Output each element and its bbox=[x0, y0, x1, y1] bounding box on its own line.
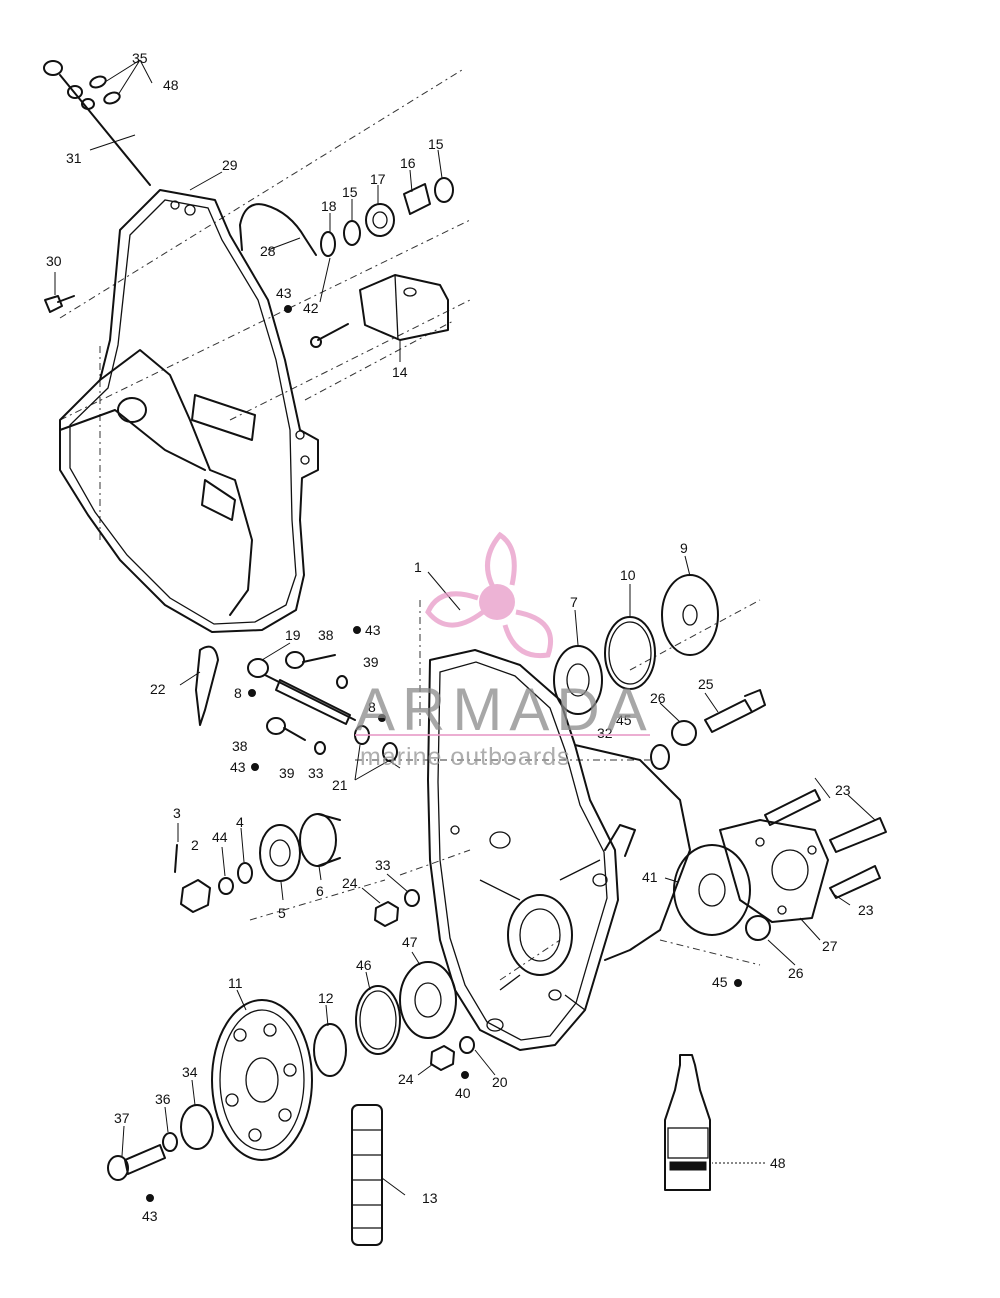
callout-43: 43 bbox=[276, 285, 292, 301]
callout-38: 38 bbox=[232, 738, 248, 754]
callout-41: 41 bbox=[642, 869, 658, 885]
callout-9: 9 bbox=[680, 540, 688, 556]
callout-3: 3 bbox=[173, 805, 181, 821]
callout-36: 36 bbox=[155, 1091, 171, 1107]
callout-23: 23 bbox=[858, 902, 874, 918]
armada-watermark: ARMADA marine outboards bbox=[355, 531, 654, 771]
watermark-brand: ARMADA bbox=[355, 676, 654, 743]
callout-15: 15 bbox=[342, 184, 358, 200]
callout-19: 19 bbox=[285, 627, 301, 643]
callout-11: 11 bbox=[228, 975, 243, 991]
upper-cover-part-29 bbox=[59, 189, 319, 633]
callout-37: 37 bbox=[114, 1110, 130, 1126]
callout-35: 35 bbox=[132, 50, 148, 66]
callout-46: 46 bbox=[356, 957, 372, 973]
callout-33: 33 bbox=[308, 765, 324, 781]
callout-labels: 35 48 31 29 15 16 17 15 18 28 30 43 42 1… bbox=[46, 50, 874, 1224]
callout-32: 32 bbox=[597, 725, 613, 741]
callout-43: 43 bbox=[365, 622, 381, 638]
callout-24: 24 bbox=[342, 875, 358, 891]
callout-30: 30 bbox=[46, 253, 62, 269]
callout-33: 33 bbox=[375, 857, 391, 873]
callout-29: 29 bbox=[222, 157, 238, 173]
callout-8: 8 bbox=[234, 685, 242, 701]
callout-17: 17 bbox=[370, 171, 386, 187]
callout-20: 20 bbox=[492, 1074, 508, 1090]
callout-14: 14 bbox=[392, 364, 408, 380]
callout-6: 6 bbox=[316, 883, 324, 899]
callout-26: 26 bbox=[650, 690, 666, 706]
callout-27: 27 bbox=[822, 938, 838, 954]
callout-12: 12 bbox=[318, 990, 334, 1006]
callout-31: 31 bbox=[66, 150, 82, 166]
callout-16: 16 bbox=[400, 155, 416, 171]
right-side-parts bbox=[553, 574, 887, 1191]
callout-34: 34 bbox=[182, 1064, 198, 1080]
callout-5: 5 bbox=[278, 905, 286, 921]
upper-small-parts bbox=[43, 60, 454, 348]
callout-42: 42 bbox=[303, 300, 319, 316]
callout-45: 45 bbox=[616, 712, 632, 728]
callout-18: 18 bbox=[321, 198, 337, 214]
callout-4: 4 bbox=[236, 814, 244, 830]
callout-2: 2 bbox=[191, 837, 199, 853]
callout-23: 23 bbox=[835, 782, 851, 798]
assembly-guide-lines bbox=[59, 69, 761, 981]
callout-7: 7 bbox=[570, 594, 578, 610]
callout-8: 8 bbox=[368, 699, 376, 715]
callout-15: 15 bbox=[428, 136, 444, 152]
callout-48: 48 bbox=[770, 1155, 786, 1171]
callout-26: 26 bbox=[788, 965, 804, 981]
lower-parts bbox=[107, 961, 475, 1246]
callout-28: 28 bbox=[260, 243, 276, 259]
callout-38: 38 bbox=[318, 627, 334, 643]
callout-47: 47 bbox=[402, 934, 418, 950]
callout-44: 44 bbox=[212, 829, 228, 845]
callout-21: 21 bbox=[332, 777, 348, 793]
callout-10: 10 bbox=[620, 567, 636, 583]
callout-1: 1 bbox=[414, 559, 422, 575]
callout-22: 22 bbox=[150, 681, 166, 697]
callout-43: 43 bbox=[230, 759, 246, 775]
callout-39: 39 bbox=[363, 654, 379, 670]
callout-24: 24 bbox=[398, 1071, 414, 1087]
callout-25: 25 bbox=[698, 676, 714, 692]
callout-40: 40 bbox=[455, 1085, 471, 1101]
callout-43: 43 bbox=[142, 1208, 158, 1224]
leader-lines bbox=[54, 59, 876, 1196]
propeller-logo-icon bbox=[425, 531, 554, 659]
watermark-tagline: marine outboards bbox=[360, 743, 571, 771]
callout-45: 45 bbox=[712, 974, 728, 990]
callout-39: 39 bbox=[279, 765, 295, 781]
callout-13: 13 bbox=[422, 1190, 438, 1206]
main-housing-part-1 bbox=[427, 649, 691, 1051]
callout-48: 48 bbox=[163, 77, 179, 93]
